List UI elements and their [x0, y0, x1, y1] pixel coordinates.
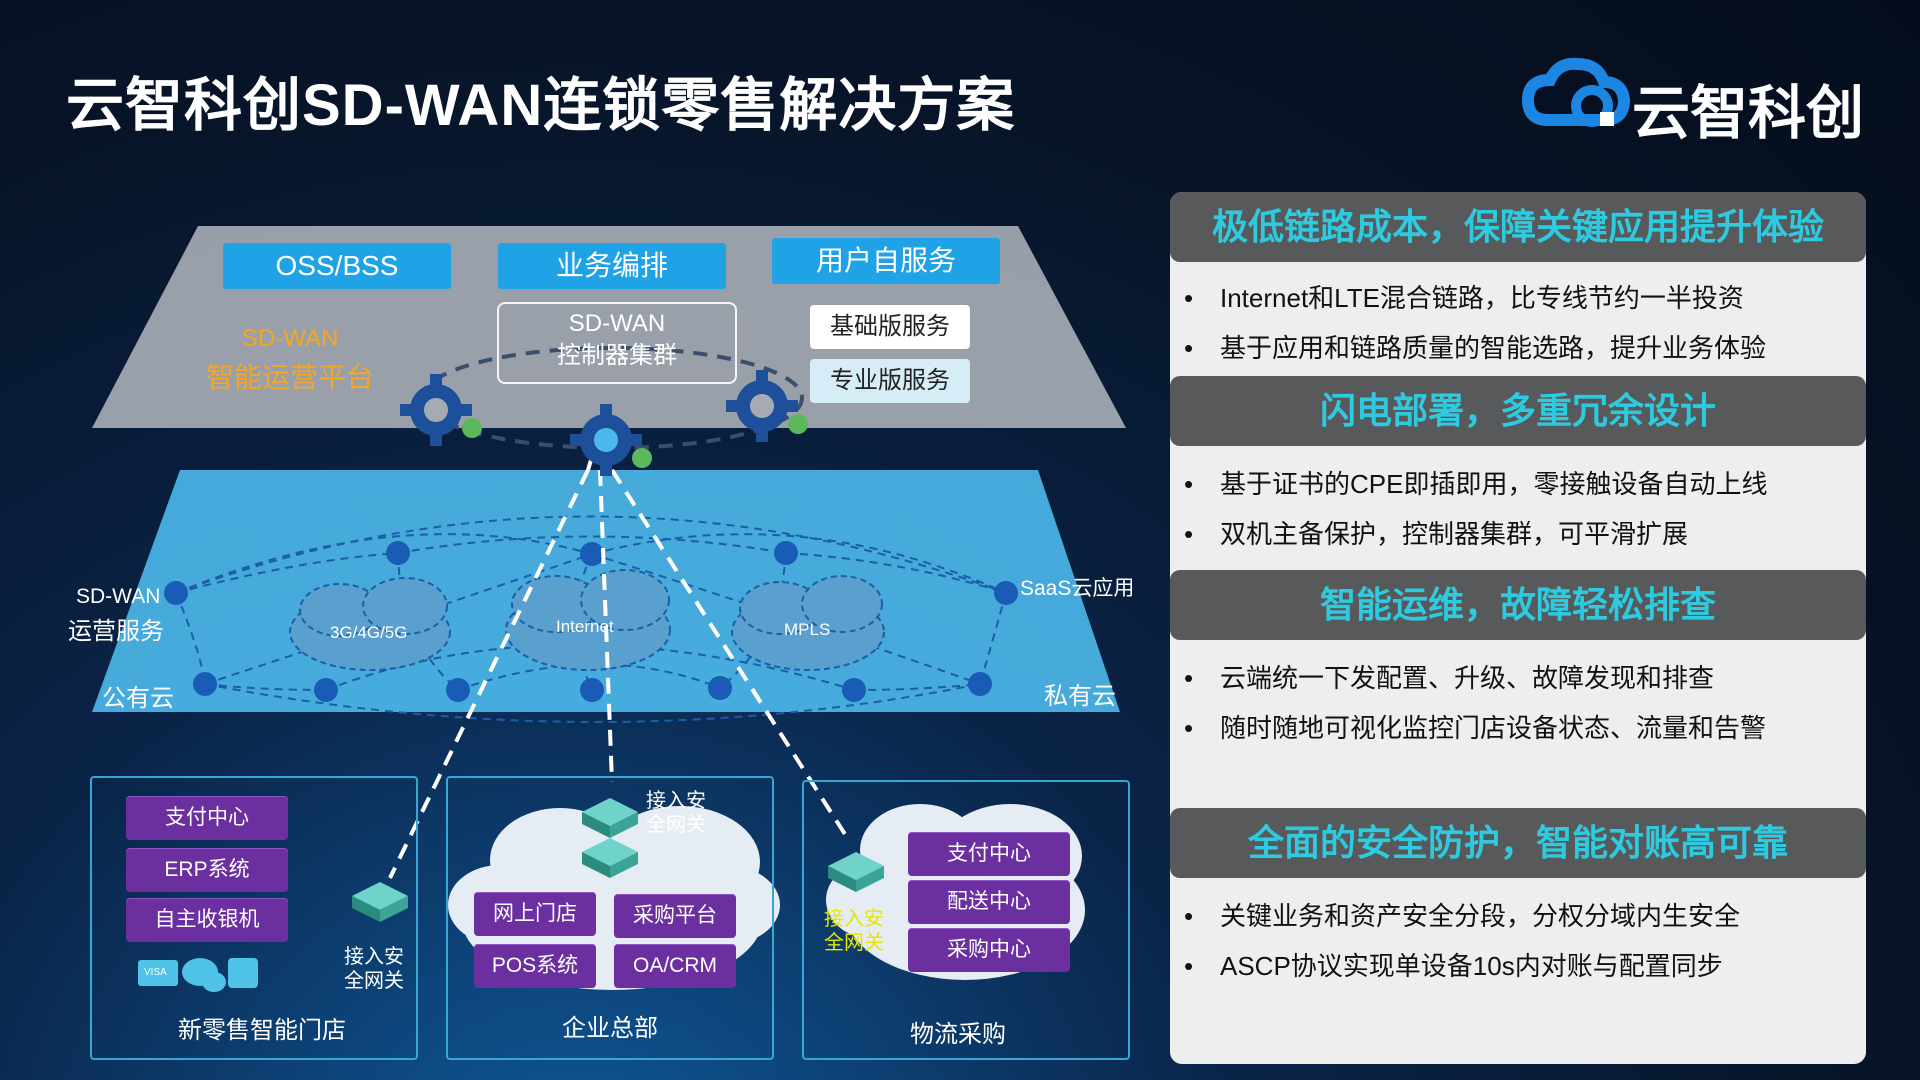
logistics-site-name: 物流采购: [910, 1021, 1006, 1048]
cloud-mpls-label: MPLS: [784, 620, 831, 639]
network-node: [580, 542, 604, 566]
hq-site-name: 企业总部: [562, 1015, 658, 1042]
hq-item[interactable]: 采购平台: [614, 894, 736, 938]
network-node: [164, 581, 188, 605]
bullet-marker: •: [1184, 283, 1194, 313]
logo-text: 云智科创: [1632, 81, 1865, 146]
basic-service-button[interactable]: 基础版服务: [810, 305, 970, 349]
network-node: [446, 678, 470, 702]
network-node: [968, 672, 992, 696]
store-site-name: 新零售智能门店: [178, 1017, 346, 1044]
bullet-text: 云端统一下发配置、升级、故障发现和排查: [1220, 663, 1715, 693]
bullet-item: • 关键业务和资产安全分段，分权分域内生安全: [1184, 896, 1740, 933]
section-heading-security: 全面的安全防护，智能对账高可靠: [1170, 808, 1866, 878]
person-icon: [228, 958, 258, 988]
section-heading-ops: 智能运维，故障轻松排查: [1170, 570, 1866, 640]
hq-item[interactable]: 网上门店: [474, 892, 596, 936]
hq-gateway-label-line1: 接入安: [646, 790, 706, 812]
bullet-marker: •: [1184, 519, 1194, 549]
network-node: [708, 676, 732, 700]
gateway-device-icon: [582, 798, 638, 838]
logistics-gateway-label-line1: 接入安: [824, 908, 884, 930]
bullet-text: 基于应用和链路质量的智能选路，提升业务体验: [1220, 333, 1767, 363]
network-node: [193, 672, 217, 696]
public-cloud-label: 公有云: [102, 685, 174, 712]
store-gateway-label-line2: 全网关: [344, 970, 404, 992]
gateway-device-icon: [352, 882, 408, 922]
orchestration-button[interactable]: 业务编排: [498, 243, 726, 289]
cloud-3g-label: 3G/4G/5G: [330, 623, 408, 642]
gear-icon: [726, 370, 808, 442]
controller-line1: SD-WAN: [568, 310, 666, 337]
bullet-marker: •: [1184, 901, 1194, 931]
page-title: 云智科创SD-WAN连锁零售解决方案: [66, 73, 1016, 138]
logistics-site-box: [802, 780, 1130, 1060]
network-node: [842, 678, 866, 702]
bullet-item: • 基于应用和链路质量的智能选路，提升业务体验: [1184, 328, 1766, 365]
gear-icon: [570, 404, 652, 476]
sdwan-ops-label-line1: SD-WAN: [76, 585, 161, 608]
visa-card-icon: [138, 960, 178, 986]
bullet-marker: •: [1184, 713, 1194, 743]
self-service-button[interactable]: 用户自服务: [772, 238, 1000, 284]
store-item[interactable]: 支付中心: [126, 796, 288, 840]
bullet-text: 关键业务和资产安全分段，分权分域内生安全: [1220, 901, 1741, 931]
network-node: [314, 678, 338, 702]
cloud-internet-label: Internet: [556, 617, 614, 636]
visa-text: VISA: [144, 967, 167, 978]
bullet-text: Internet和LTE混合链路，比专线节约一半投资: [1220, 283, 1744, 313]
bullet-item: • Internet和LTE混合链路，比专线节约一半投资: [1184, 278, 1744, 315]
pro-service-button[interactable]: 专业版服务: [810, 359, 970, 403]
bullet-text: 基于证书的CPE即插即用，零接触设备自动上线: [1220, 469, 1768, 499]
network-node: [580, 678, 604, 702]
benefits-panel: 极低链路成本，保障关键应用提升体验 • Internet和LTE混合链路，比专线节…: [1170, 192, 1866, 1064]
cloud-logo-icon: [1521, 57, 1631, 127]
controller-line2: 控制器集群: [557, 342, 677, 369]
bullet-item: • 基于证书的CPE即插即用，零接触设备自动上线: [1184, 464, 1767, 501]
network-node: [994, 581, 1018, 605]
controller-cluster-box: SD-WAN 控制器集群: [497, 302, 737, 384]
logistics-gateway-label-line2: 全网关: [824, 932, 884, 954]
bullet-marker: •: [1184, 951, 1194, 981]
bullet-text: 随时随地可视化监控门店设备状态、流量和告警: [1220, 713, 1767, 743]
section-heading-deploy: 闪电部署，多重冗余设计: [1170, 376, 1866, 446]
bullet-item: • 双机主备保护，控制器集群，可平滑扩展: [1184, 514, 1688, 551]
saas-label: SaaS云应用: [1020, 577, 1135, 600]
store-item[interactable]: 自主收银机: [126, 898, 288, 942]
network-nodes: [164, 541, 1018, 702]
store-item[interactable]: ERP系统: [126, 848, 288, 892]
gateway-device-icon: [828, 852, 884, 892]
cloud-3g: [289, 577, 451, 671]
gear-icon: [400, 374, 482, 446]
bullet-marker: •: [1184, 469, 1194, 499]
bullet-marker: •: [1184, 663, 1194, 693]
logistics-item[interactable]: 支付中心: [908, 832, 1070, 876]
oss-bss-button[interactable]: OSS/BSS: [223, 243, 451, 289]
hq-item[interactable]: POS系统: [474, 944, 596, 988]
bullet-item: • 云端统一下发配置、升级、故障发现和排查: [1184, 658, 1714, 695]
cloud-mpls: [731, 575, 885, 671]
network-node: [774, 541, 798, 565]
hq-gateway-label-line2: 全网关: [646, 814, 706, 836]
store-gateway-label-line1: 接入安: [344, 946, 404, 968]
store-site-box: [90, 776, 418, 1060]
network-node: [386, 541, 410, 565]
private-cloud-label: 私有云: [1044, 683, 1116, 710]
bullet-item: • 随时随地可视化监控门店设备状态、流量和告警: [1184, 708, 1766, 745]
chat-bubble-icon: [182, 958, 226, 992]
platform-label-line2: 智能运营平台: [206, 362, 375, 393]
bullet-marker: •: [1184, 333, 1194, 363]
hq-site-box: [446, 776, 774, 1060]
logistics-item[interactable]: 采购中心: [908, 928, 1070, 972]
logistics-item[interactable]: 配送中心: [908, 880, 1070, 924]
bullet-text: 双机主备保护，控制器集群，可平滑扩展: [1220, 519, 1689, 549]
platform-label-line1: SD-WAN: [242, 325, 339, 352]
sdwan-ops-label-line2: 运营服务: [68, 618, 164, 645]
gateway-device-icon: [582, 838, 638, 878]
hq-item[interactable]: OA/CRM: [614, 944, 736, 988]
section-heading-cost: 极低链路成本，保障关键应用提升体验: [1170, 192, 1866, 262]
bullet-item: • ASCP协议实现单设备10s内对账与配置同步: [1184, 946, 1723, 983]
bullet-text: ASCP协议实现单设备10s内对账与配置同步: [1220, 951, 1723, 981]
